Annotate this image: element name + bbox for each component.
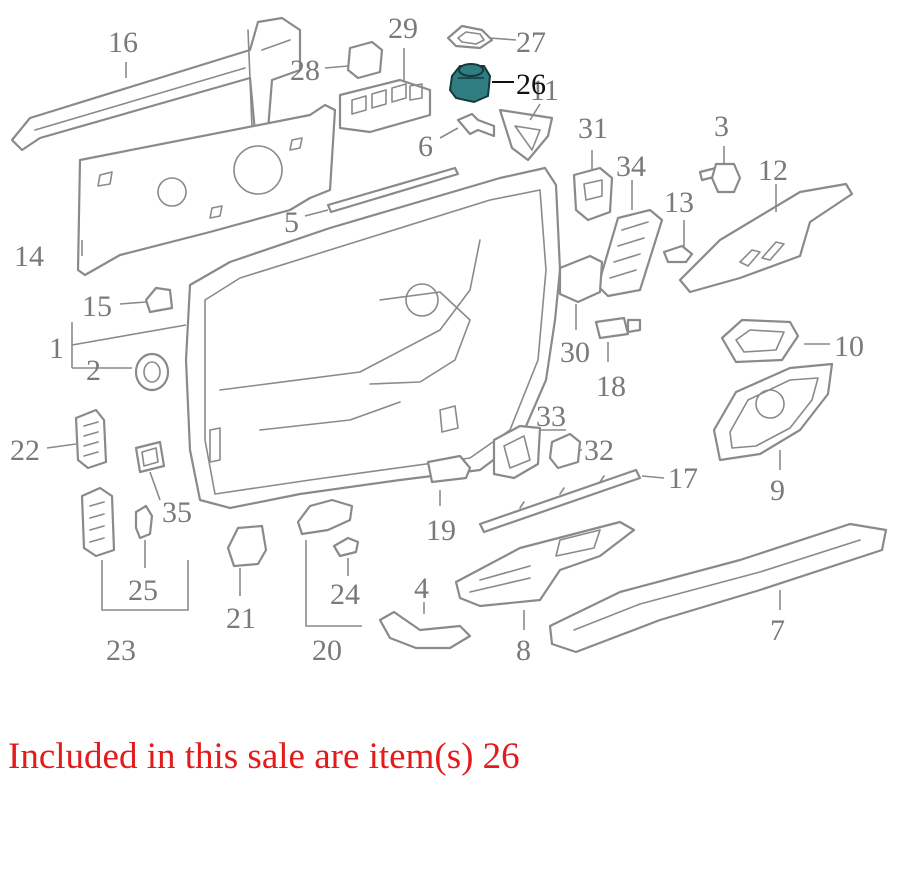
callout-8: 8 <box>516 634 531 667</box>
callout-23: 23 <box>106 634 136 667</box>
callout-6: 6 <box>418 130 433 163</box>
callout-15: 15 <box>82 290 112 323</box>
callout-35: 35 <box>162 496 192 529</box>
part-15-bracket <box>144 286 174 314</box>
callout-25: 25 <box>128 574 158 607</box>
callout-33: 33 <box>536 400 566 433</box>
part-21-connector <box>226 524 268 568</box>
callout-30: 30 <box>560 336 590 369</box>
callout-24: 24 <box>330 578 360 611</box>
callout-14: 14 <box>14 240 44 273</box>
callout-labels: 16 14 1 2 15 22 35 25 23 21 24 20 4 19 8… <box>10 12 864 667</box>
part-26-control-knob <box>448 63 492 104</box>
callout-1: 1 <box>49 332 64 365</box>
parts-diagram: 16 14 1 2 15 22 35 25 23 21 24 20 4 19 8… <box>10 12 888 667</box>
part-31-switch <box>572 166 614 222</box>
part-23-handle-trim <box>80 486 116 558</box>
callout-2: 2 <box>86 354 101 387</box>
part-8-armrest-carrier <box>454 520 636 608</box>
part-16-window-rail <box>10 16 302 152</box>
part-6-clip-pin <box>456 112 496 138</box>
callout-27: 27 <box>516 26 546 59</box>
callout-32: 32 <box>584 434 614 467</box>
callout-11: 11 <box>530 74 559 107</box>
callout-18: 18 <box>596 370 626 403</box>
callout-28: 28 <box>290 54 320 87</box>
callout-9: 9 <box>770 474 785 507</box>
part-11-mirror-trim <box>498 108 554 162</box>
callout-12: 12 <box>758 154 788 187</box>
leader-lines <box>46 37 830 630</box>
part-12-armrest-trim <box>678 182 854 294</box>
callout-21: 21 <box>226 602 256 635</box>
part-32-switch <box>548 432 582 470</box>
callout-4: 4 <box>414 572 429 605</box>
callout-3: 3 <box>714 110 729 143</box>
part-13-clip <box>662 244 694 264</box>
part-33-pull-handle <box>492 424 542 480</box>
callout-29: 29 <box>388 12 418 45</box>
callout-22: 22 <box>10 434 40 467</box>
callout-34: 34 <box>616 150 646 183</box>
callout-16: 16 <box>108 26 138 59</box>
part-7-armrest-trim <box>548 522 888 654</box>
part-27-gasket <box>446 24 494 50</box>
callout-20: 20 <box>312 634 342 667</box>
callout-13: 13 <box>664 186 694 219</box>
part-19-switch <box>426 454 472 484</box>
part-24-lens <box>332 536 360 558</box>
part-28-switch <box>346 40 384 80</box>
part-17-trim-strip <box>478 468 642 534</box>
callout-26: 26 <box>516 68 546 101</box>
part-22-grille <box>74 408 108 470</box>
part-5-trim-strip <box>326 166 460 214</box>
part-4-handle-insert <box>378 610 472 650</box>
part-14-insulation-panel <box>76 103 337 277</box>
part-35-switch-cover <box>134 440 166 474</box>
part-1-door-trim-panel <box>184 166 562 510</box>
part-3-screw <box>698 162 742 194</box>
sale-note: Included in this sale are item(s) 26 <box>8 736 520 777</box>
callout-10: 10 <box>834 330 864 363</box>
part-30-switch-carrier <box>558 254 604 304</box>
callout-17: 17 <box>668 462 698 495</box>
part-2-grommet <box>134 352 170 392</box>
callout-31: 31 <box>578 112 608 145</box>
part-34-switch-module <box>596 208 664 298</box>
part-29-window-switch-assembly <box>338 78 432 134</box>
part-10-trim-frame <box>720 318 800 364</box>
callout-5: 5 <box>284 206 299 239</box>
callout-19: 19 <box>426 514 456 547</box>
callout-7: 7 <box>770 614 785 647</box>
part-18-bulb-holder <box>594 316 642 340</box>
part-20-lamp-housing <box>296 498 354 536</box>
part-9-speaker-cover <box>712 362 834 462</box>
part-25-bulb <box>134 504 154 540</box>
